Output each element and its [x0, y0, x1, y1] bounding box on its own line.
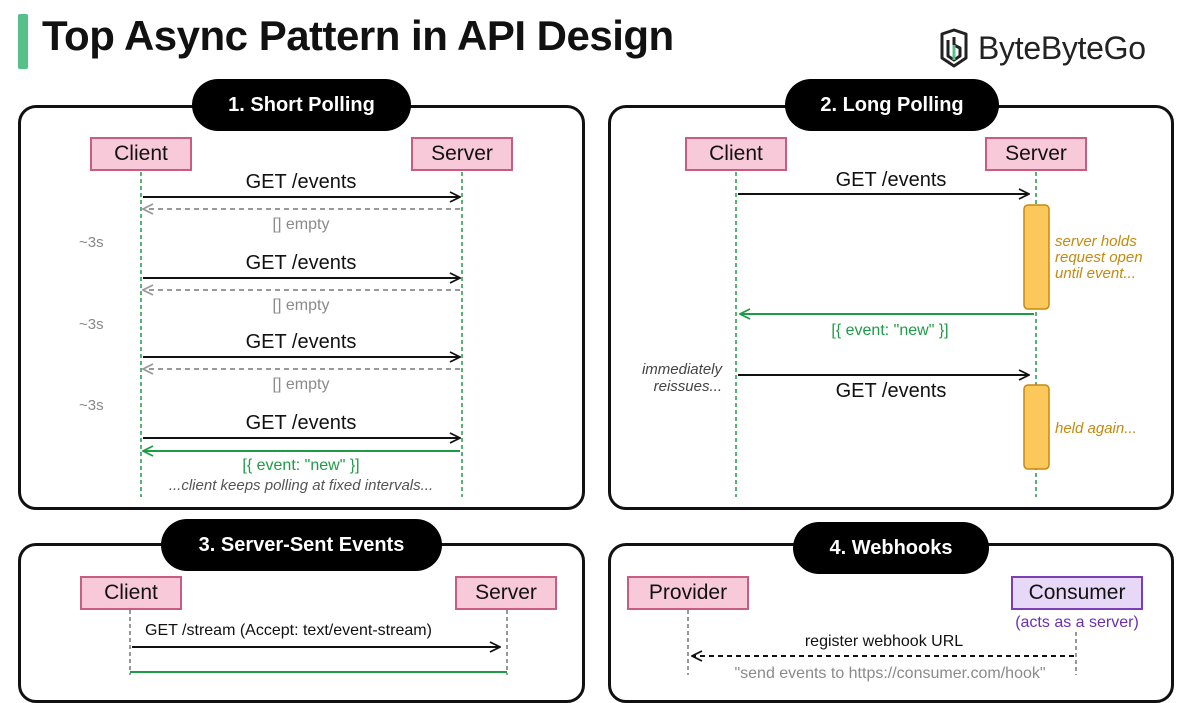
- consumer-note: (acts as a server): [1015, 614, 1139, 631]
- reissue-note: immediately reissues...: [641, 361, 722, 395]
- held-again-note: held again...: [1055, 420, 1137, 437]
- actor-client: Client: [80, 576, 182, 610]
- actor-client: Client: [90, 137, 192, 171]
- interval-label: ~3s: [79, 234, 104, 251]
- bytebytego-logo-icon: [940, 28, 968, 68]
- brand-name: ByteByteGo: [978, 29, 1146, 66]
- request-label: GET /events: [835, 380, 947, 402]
- hold-note: server holds request open until event...: [1055, 233, 1143, 282]
- pill-server-sent-events: 3. Server-Sent Events: [161, 519, 442, 571]
- title-accent-bar: [18, 14, 28, 69]
- request-label: GET /events: [245, 331, 357, 353]
- pill-webhooks: 4. Webhooks: [793, 522, 989, 574]
- server-hold-bar: [1023, 384, 1050, 470]
- event-response-label: [{ event: "new" }]: [831, 322, 949, 339]
- pill-short-polling: 1. Short Polling: [192, 79, 411, 131]
- pill-long-polling: 2. Long Polling: [785, 79, 999, 131]
- cutoff-label: "send events to https://consumer.com/hoo…: [734, 665, 1046, 682]
- actor-server: Server: [455, 576, 557, 610]
- interval-label: ~3s: [79, 316, 104, 333]
- actor-server: Server: [411, 137, 513, 171]
- interval-label: ~3s: [79, 397, 104, 414]
- request-label: GET /events: [245, 412, 357, 434]
- request-label: GET /events: [245, 171, 357, 193]
- brand-logo: ByteByteGo: [938, 26, 1146, 70]
- actor-server: Server: [985, 137, 1087, 171]
- actor-consumer: Consumer: [1011, 576, 1143, 610]
- register-label: register webhook URL: [804, 633, 964, 650]
- request-label: GET /events: [245, 252, 357, 274]
- actor-provider: Provider: [627, 576, 749, 610]
- empty-response-label: [] empty: [272, 216, 330, 233]
- actor-client: Client: [685, 137, 787, 171]
- sequence-diagram-lines: [129, 172, 1077, 675]
- panel-short-polling: [18, 105, 585, 510]
- stream-request-label: GET /stream (Accept: text/event-stream): [145, 622, 432, 639]
- empty-response-label: [] empty: [272, 297, 330, 314]
- request-label: GET /events: [835, 169, 947, 191]
- panel-long-polling: [608, 105, 1174, 510]
- page-title: Top Async Pattern in API Design: [42, 12, 674, 59]
- event-response-label: [{ event: "new" }]: [242, 457, 360, 474]
- polling-footnote: ...client keeps polling at fixed interva…: [168, 477, 434, 494]
- empty-response-label: [] empty: [272, 376, 330, 393]
- server-hold-bar: [1023, 204, 1050, 310]
